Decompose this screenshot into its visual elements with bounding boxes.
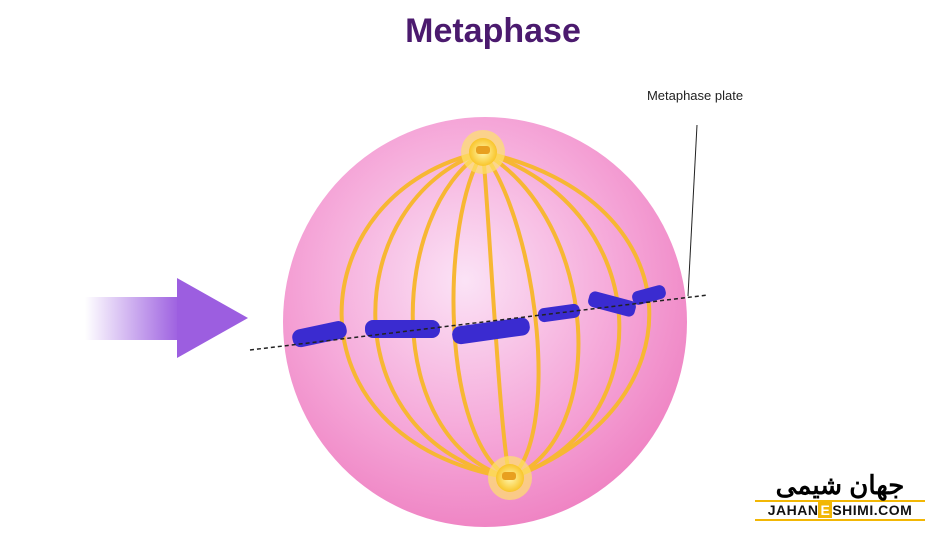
centrosome-top <box>461 130 505 174</box>
logo-latin-left: JAHAN <box>767 502 819 518</box>
logo-persian-text: جهان شیمی <box>775 470 905 500</box>
label-leader-line <box>687 124 698 297</box>
centrosome-bottom <box>488 456 532 500</box>
logo-latin-e: E <box>818 502 833 518</box>
direction-arrow <box>85 278 248 358</box>
logo-latin-right: SHIMI.COM <box>832 502 913 518</box>
metaphase-plate-label: Metaphase plate <box>646 88 744 103</box>
diagram-title: Metaphase <box>405 12 581 50</box>
chromosomes <box>292 285 666 348</box>
